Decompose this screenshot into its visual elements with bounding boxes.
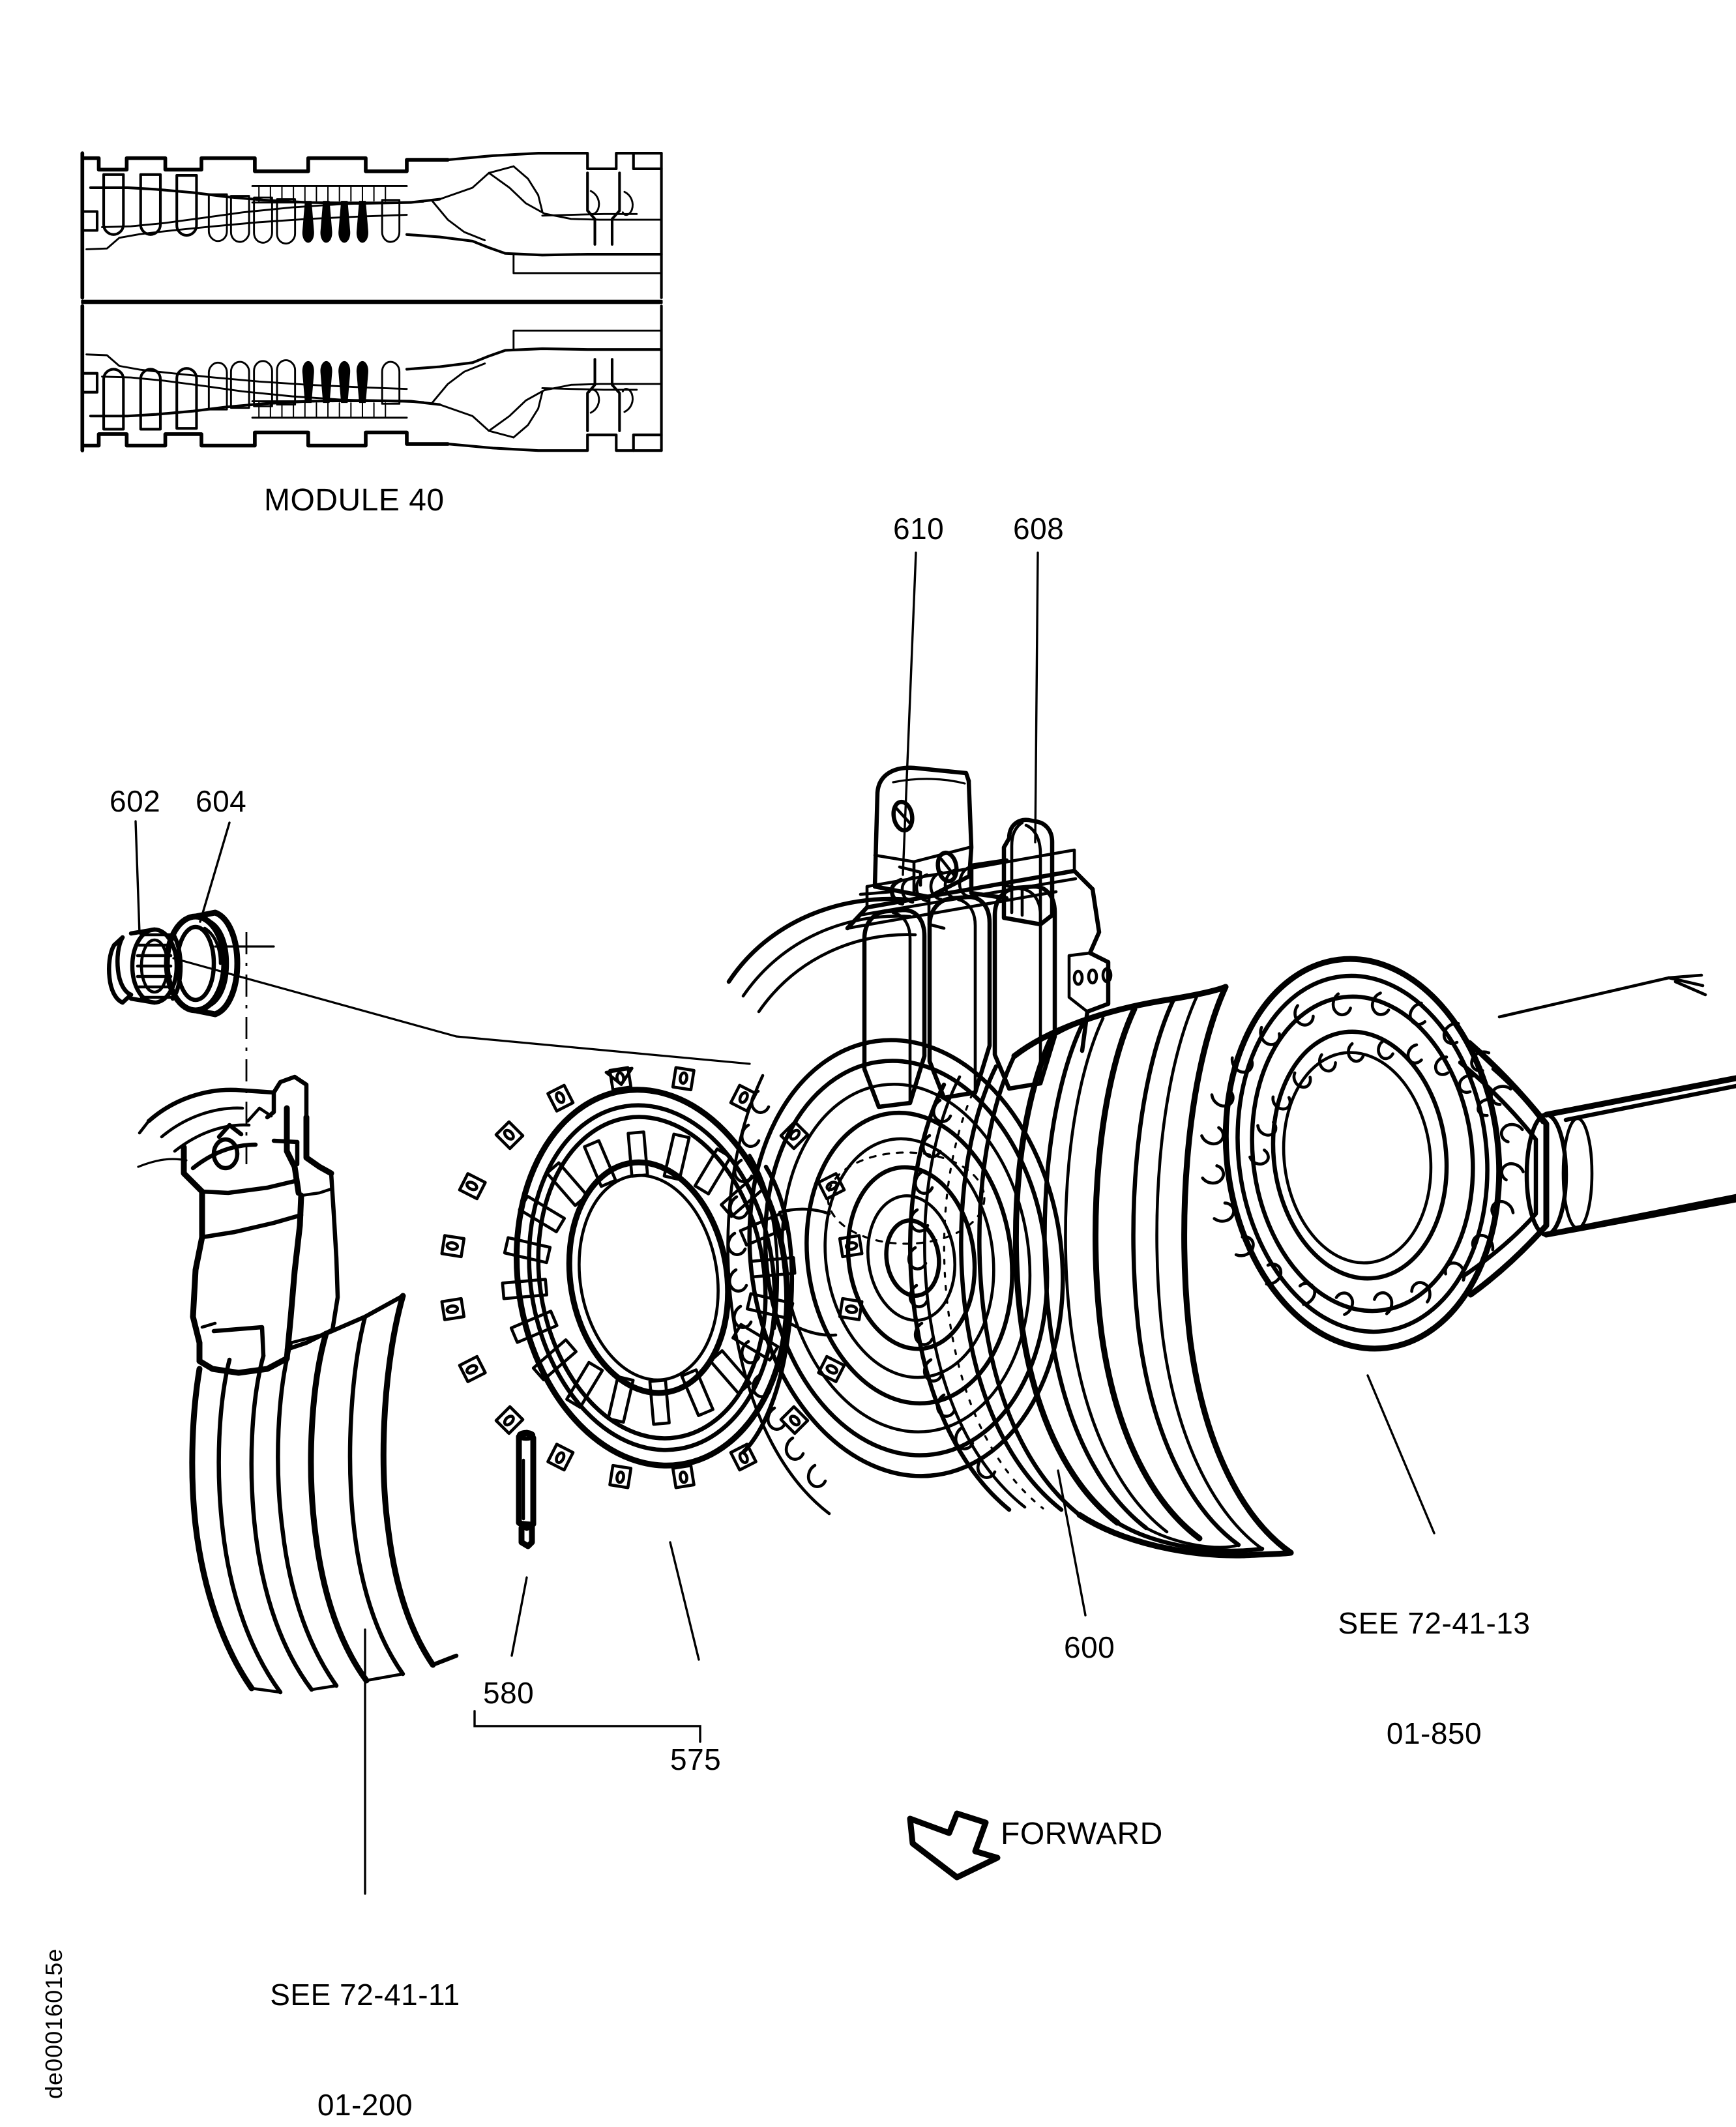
part-575-stator-seal-ring: [440, 1066, 864, 1489]
callout-575: 575: [670, 1742, 722, 1776]
module-caption: MODULE 40: [264, 483, 445, 518]
reference-72-41-11: SEE 72-41-11 01-200: [248, 1903, 482, 2127]
reference-72-41-13: SEE 72-41-13 01-850: [1317, 1532, 1552, 1825]
part-turbine-case-strut-left: [137, 1074, 459, 1695]
part-580-pin: [516, 1430, 537, 1549]
reference-72-41-13-line1: SEE 72-41-13: [1338, 1606, 1531, 1641]
callout-610: 610: [893, 512, 945, 546]
part-rear-flange-shaft: [1200, 956, 1736, 1352]
callout-604: 604: [196, 784, 247, 818]
turbine-blades: [845, 848, 1113, 1109]
module-40-cross-section: [82, 153, 661, 450]
part-604-seal-ring: [164, 909, 241, 1018]
callout-608: 608: [1013, 512, 1065, 546]
forward-arrow-icon: [907, 1810, 1001, 1881]
reference-72-41-11-line1: SEE 72-41-11: [270, 1978, 460, 2012]
part-600-turbine-rotor-disk: [726, 848, 1294, 1559]
reference-72-41-13-line2: 01-850: [1386, 1716, 1482, 1750]
figure-id-code: de00016015e: [40, 1948, 67, 2099]
callout-600: 600: [1064, 1630, 1115, 1664]
callout-602: 602: [110, 784, 161, 818]
forward-label: FORWARD: [1001, 1817, 1163, 1851]
callout-580: 580: [483, 1676, 535, 1710]
reference-72-41-11-line2: 01-200: [317, 2087, 413, 2122]
